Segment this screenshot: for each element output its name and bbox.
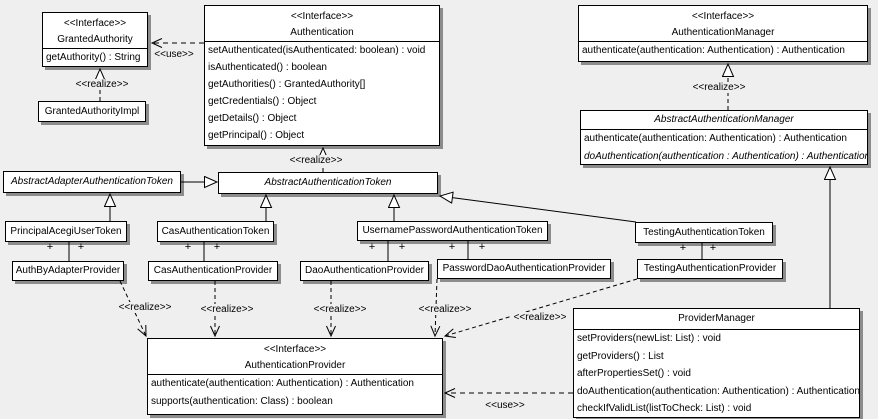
class-name: AbstractAdapterAuthenticationToken bbox=[11, 176, 173, 187]
class-abstract-adapter-authentication-token: AbstractAdapterAuthenticationToken bbox=[3, 171, 181, 193]
class-testing-authentication-token: TestingAuthenticationToken bbox=[635, 222, 773, 243]
stereotype-label: <<Interface>> bbox=[290, 11, 354, 22]
class-header: <<Interface>> Authentication bbox=[205, 6, 439, 41]
method-compartment: authenticate(authentication: Authenticat… bbox=[148, 374, 442, 411]
class-granted-authority-impl: GrantedAuthorityImpl bbox=[38, 101, 146, 122]
method: authenticate(authentication: Authenticat… bbox=[151, 378, 414, 389]
association-end-label: + bbox=[46, 241, 54, 253]
class-provider-manager: ProviderManager setProviders(newList: Li… bbox=[573, 308, 860, 418]
class-name: AuthenticationProvider bbox=[244, 360, 346, 371]
class-name: GrantedAuthorityImpl bbox=[44, 106, 140, 117]
method: getDetails() : Object bbox=[208, 113, 297, 124]
method-compartment: authenticate(authentication: Authenticat… bbox=[579, 41, 867, 59]
class-authentication-provider: <<Interface>> AuthenticationProvider aut… bbox=[147, 338, 443, 415]
method-compartment: getAuthority() : String bbox=[43, 48, 147, 66]
class-name: GrantedAuthority bbox=[57, 34, 133, 45]
class-cas-authentication-token: CasAuthenticationToken bbox=[157, 221, 274, 242]
class-name: TestingAuthenticationToken bbox=[643, 227, 765, 238]
method: afterPropertiesSet() : void bbox=[577, 368, 691, 379]
method-compartment: authenticate(authentication: Authenticat… bbox=[581, 129, 868, 164]
method: getCredentials() : Object bbox=[208, 96, 317, 107]
method: setAuthenticated(isAuthenticated: boolea… bbox=[208, 45, 426, 56]
association-end-label: + bbox=[368, 241, 376, 253]
realize-label: <<realize>> bbox=[511, 312, 569, 323]
class-authentication-manager: <<Interface>> AuthenticationManager auth… bbox=[578, 5, 868, 62]
association-end-label: + bbox=[398, 241, 406, 253]
method-abstract: doAuthentication(authentication : Authen… bbox=[584, 150, 868, 162]
method-compartment: setProviders(newList: List) : void getPr… bbox=[574, 329, 860, 417]
association-end-label: + bbox=[478, 241, 486, 253]
use-label: <<use>> bbox=[152, 49, 196, 60]
method: supports(authentication: Class) : boolea… bbox=[151, 396, 333, 407]
association-end-label: + bbox=[213, 241, 221, 253]
method: getAuthority() : String bbox=[46, 52, 141, 63]
class-testing-authentication-provider: TestingAuthenticationProvider bbox=[637, 259, 783, 279]
association-end-label: + bbox=[184, 241, 192, 253]
use-label: <<use>> bbox=[483, 400, 527, 411]
realize-label: <<realize>> bbox=[73, 79, 131, 90]
stereotype-label: <<Interface>> bbox=[263, 344, 327, 355]
method: authenticate(authentication: Authenticat… bbox=[582, 45, 845, 56]
class-name: TestingAuthenticationProvider bbox=[643, 263, 777, 274]
method: authenticate(authentication: Authenticat… bbox=[584, 133, 847, 144]
association-end-label: + bbox=[77, 241, 85, 253]
class-granted-authority: <<Interface>> GrantedAuthority getAuthor… bbox=[42, 12, 148, 67]
class-name: UsernamePasswordAuthenticationToken bbox=[362, 225, 543, 236]
realize-label: <<realize>> bbox=[311, 304, 369, 315]
class-name: PasswordDaoAuthenticationProvider bbox=[442, 263, 606, 274]
association-end-label: + bbox=[448, 241, 456, 253]
method: checkIfValidList(listToCheck: List) : vo… bbox=[577, 403, 752, 414]
method: getAuthorities() : GrantedAuthority[] bbox=[208, 79, 366, 90]
class-principal-acegi-user-token: PrincipalAcegiUserToken bbox=[5, 221, 127, 242]
realize-label: <<realize>> bbox=[287, 155, 345, 166]
class-authentication: <<Interface>> Authentication setAuthenti… bbox=[204, 5, 440, 146]
class-name: AuthenticationManager bbox=[671, 27, 775, 38]
class-name: AuthByAdapterProvider bbox=[15, 265, 121, 276]
class-name: Authentication bbox=[290, 27, 354, 38]
class-name: AbstractAuthenticationManager bbox=[654, 114, 794, 125]
class-name: ProviderManager bbox=[678, 313, 755, 324]
class-name: CasAuthenticationProvider bbox=[153, 265, 273, 276]
class-cas-authentication-provider: CasAuthenticationProvider bbox=[148, 261, 278, 281]
stereotype-label: <<Interface>> bbox=[691, 11, 755, 22]
realize-label: <<realize>> bbox=[690, 82, 748, 93]
realize-label: <<realize>> bbox=[116, 302, 174, 313]
class-auth-by-adapter-provider: AuthByAdapterProvider bbox=[12, 261, 124, 281]
class-abstract-authentication-token: AbstractAuthenticationToken bbox=[218, 172, 438, 194]
class-dao-authentication-provider: DaoAuthenticationProvider bbox=[300, 261, 429, 281]
class-name: PrincipalAcegiUserToken bbox=[10, 226, 122, 237]
stereotype-label: <<Interface>> bbox=[63, 18, 127, 29]
realize-label: <<realize>> bbox=[416, 304, 474, 315]
method: getPrincipal() : Object bbox=[208, 130, 305, 141]
realize-label: <<realize>> bbox=[198, 304, 256, 315]
class-header: <<Interface>> AuthenticationManager bbox=[579, 6, 867, 41]
method: setProviders(newList: List) : void bbox=[577, 333, 721, 344]
class-header: <<Interface>> AuthenticationProvider bbox=[148, 339, 442, 374]
method: doAuthentication(authentication: Authent… bbox=[577, 385, 860, 397]
class-abstract-authentication-manager: AbstractAuthenticationManager authentica… bbox=[580, 110, 868, 165]
association-end-label: + bbox=[679, 242, 687, 254]
method: getProviders() : List bbox=[577, 350, 664, 362]
class-name: DaoAuthenticationProvider bbox=[305, 265, 424, 276]
class-header: <<Interface>> GrantedAuthority bbox=[43, 13, 147, 48]
method-compartment: setAuthenticated(isAuthenticated: boolea… bbox=[205, 41, 439, 144]
method: isAuthenticated() : boolean bbox=[208, 62, 327, 73]
association-end-label: + bbox=[709, 242, 717, 254]
class-name: AbstractAuthenticationToken bbox=[264, 177, 392, 188]
class-password-dao-authentication-provider: PasswordDaoAuthenticationProvider bbox=[437, 259, 611, 279]
class-username-password-authentication-token: UsernamePasswordAuthenticationToken bbox=[357, 221, 548, 241]
class-name: CasAuthenticationToken bbox=[161, 226, 270, 237]
generalization-testingtoken-abstracttoken bbox=[440, 196, 637, 223]
